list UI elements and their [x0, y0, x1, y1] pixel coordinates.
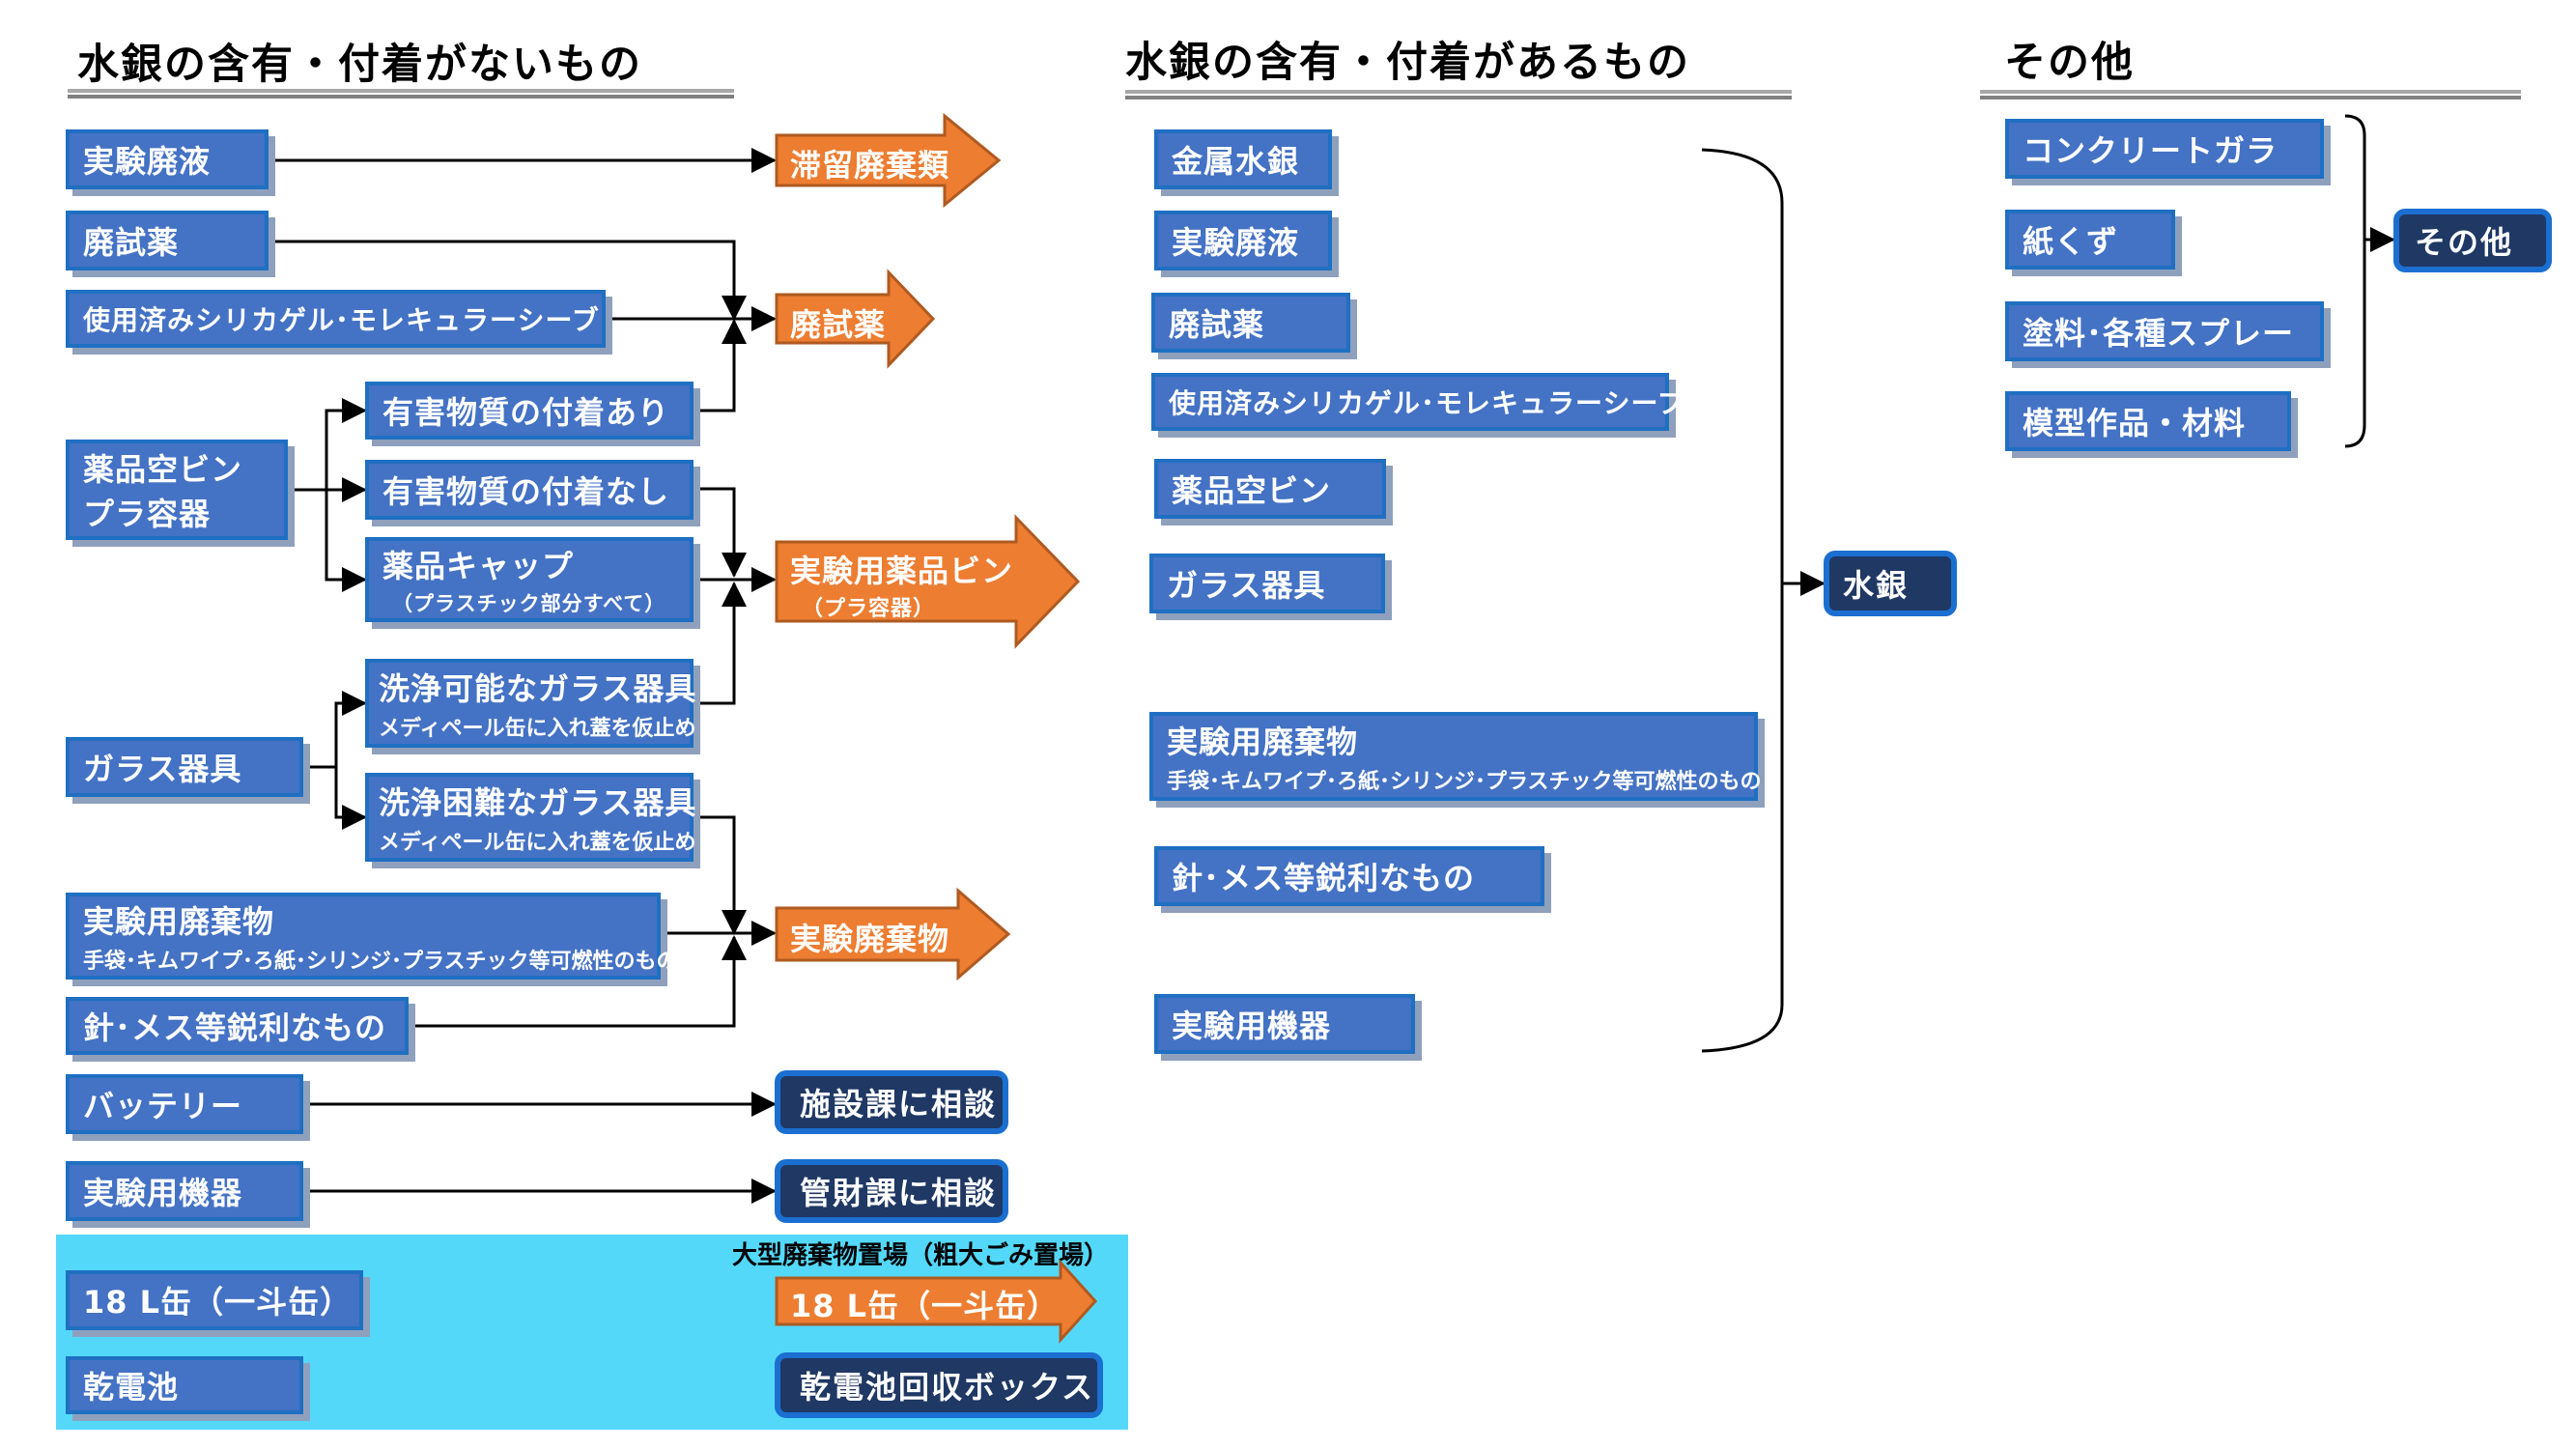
mercury-waste-reagent: 廃試薬: [1151, 293, 1350, 353]
heading-no-mercury: 水銀の含有・付着がないもの: [77, 41, 642, 89]
mercury-empty-bottle: 薬品空ビン: [1154, 459, 1386, 519]
mercury-lab-waste: 実験用廃棄物手袋･キムワイプ･ろ紙･シリンジ･プラスチック等可燃性のもの: [1149, 712, 1762, 801]
branch-reagent-cap: 薬品キャップ（プラスチック部分すべて）: [365, 537, 694, 622]
dest-reagent-bottle: 実験用薬品ビン（プラ容器）: [775, 514, 1082, 649]
branch-hard-wash-glass: 洗浄困難なガラス器具メディペール缶に入れ蓋を仮止め: [365, 773, 695, 862]
source-empty-bottle: 薬品空ビンプラ容器: [66, 440, 288, 540]
source-experimental-waste-liquid: 実験廃液: [66, 129, 269, 189]
branch-hazardous-not-attached: 有害物質の付着なし: [365, 460, 694, 520]
dest-dry-cell-box: 乾電池回収ボックス: [775, 1352, 1103, 1418]
source-battery: バッテリー: [66, 1074, 303, 1134]
dest-property: 管財課に相談: [775, 1159, 1008, 1223]
heading-other: その他: [2004, 39, 2135, 87]
mercury-lab-equipment: 実験用機器: [1154, 994, 1415, 1054]
dest-18l-can: 18 L缶（一斗缶）: [775, 1259, 1099, 1344]
dest-waste-reagent: 廃試薬: [775, 269, 937, 369]
source-lab-waste: 実験用廃棄物手袋･キムワイプ･ろ紙･シリンジ･プラスチック等可燃性のもの: [66, 893, 678, 980]
heading-rule: [1125, 90, 1792, 99]
mercury-glassware: ガラス器具: [1149, 554, 1385, 613]
dest-stored-waste: 滞留廃棄類: [775, 112, 1003, 209]
heading-mercury: 水銀の含有・付着があるもの: [1125, 39, 1690, 87]
source-lab-equipment: 実験用機器: [66, 1161, 303, 1221]
other-concrete: コンクリートガラ: [2005, 119, 2324, 179]
other-model: 模型作品・材料: [2005, 391, 2291, 451]
source-waste-reagent: 廃試薬: [66, 211, 269, 270]
mercury-silica-gel: 使用済みシリカゲル･モレキュラーシーブ: [1151, 373, 1684, 431]
bulky-area-caption: 大型廃棄物置場（粗大ごみ置場）: [732, 1241, 1110, 1270]
source-dry-cell: 乾電池: [66, 1356, 303, 1414]
source-sharps: 針･メス等鋭利なもの: [66, 997, 409, 1055]
other-paper: 紙くず: [2005, 210, 2175, 270]
source-glassware: ガラス器具: [66, 737, 303, 797]
dest-lab-waste: 実験廃棄物: [775, 887, 1012, 981]
mercury-metal: 金属水銀: [1154, 129, 1332, 189]
other-result: その他: [2393, 209, 2552, 272]
source-silica-gel: 使用済みシリカゲル･モレキュラーシーブ: [66, 290, 606, 348]
branch-hazardous-attached: 有害物質の付着あり: [365, 382, 694, 440]
mercury-experimental-waste-liquid: 実験廃液: [1154, 211, 1332, 270]
mercury-result: 水銀: [1824, 551, 1957, 616]
branch-washable-glass: 洗浄可能なガラス器具メディペール缶に入れ蓋を仮止め: [365, 659, 695, 748]
dest-facilities: 施設課に相談: [775, 1070, 1008, 1134]
source-18l-can: 18 L缶（一斗缶）: [66, 1270, 363, 1330]
heading-rule: [68, 89, 734, 99]
other-paint: 塗料･各種スプレー: [2005, 301, 2324, 361]
mercury-sharps: 針･メス等鋭利なもの: [1154, 846, 1544, 906]
heading-rule: [1980, 90, 2521, 99]
